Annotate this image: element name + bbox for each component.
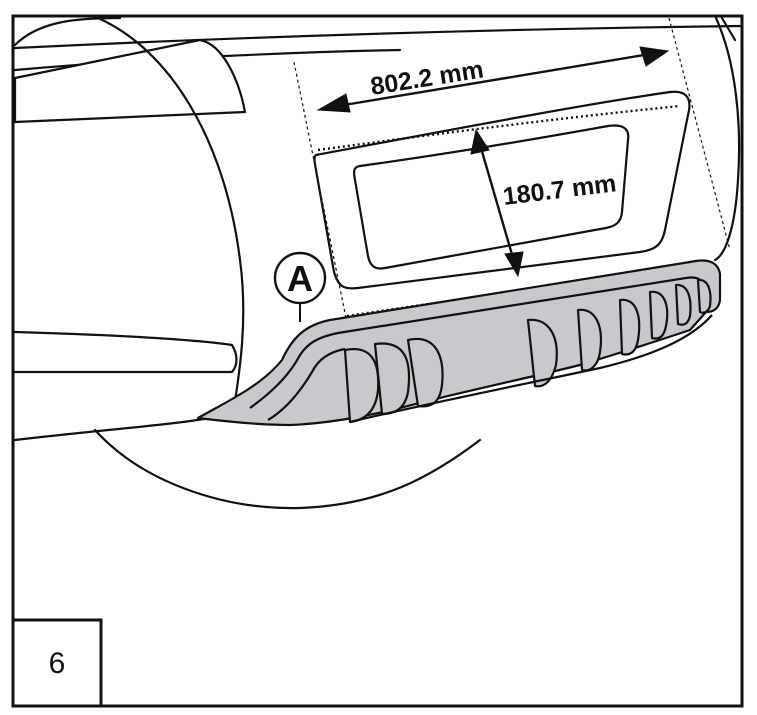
width-extension-lines — [293, 17, 731, 319]
car-rear-body — [13, 16, 742, 510]
callout-circle — [273, 251, 327, 305]
width-dimension-arrow — [316, 46, 670, 113]
plate-recess — [313, 90, 691, 290]
license-plate — [352, 124, 630, 270]
step-number: 6 — [49, 647, 66, 680]
rear-diffuser — [196, 259, 722, 427]
height-dimension-arrow — [470, 128, 524, 278]
step-number-box — [11, 618, 103, 708]
callout-label: A — [287, 258, 313, 299]
